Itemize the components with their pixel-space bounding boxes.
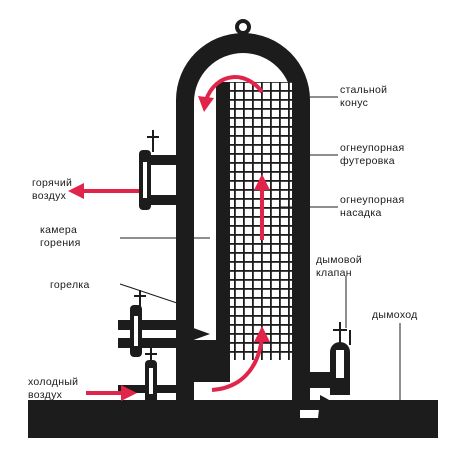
- bottom-flow-arrow-icon: [211, 326, 270, 392]
- hot-air-arrow-icon: [68, 183, 139, 199]
- label-hot-air: горячий воздух: [32, 177, 75, 202]
- label-combustion-chamber: камера горения: [40, 224, 81, 249]
- combustion-chamber-wall: [216, 82, 230, 382]
- packing-up-arrow-icon: [254, 174, 270, 240]
- label-refractory-packing: огнеупорная насадка: [340, 194, 408, 219]
- label-refractory-lining: огнеупорная футеровка: [340, 142, 408, 167]
- label-cold-air: холодный воздух: [28, 376, 82, 401]
- label-burner: горелка: [50, 279, 90, 291]
- label-steel-cone: стальной конус: [340, 84, 391, 109]
- cold-air-valve-icon: [118, 348, 178, 404]
- chimney-flue: [318, 395, 430, 425]
- burner-valve-icon: [118, 290, 210, 357]
- hot-air-valve-icon: [139, 130, 177, 210]
- label-chimney-flue: дымоход: [372, 309, 418, 321]
- cold-air-arrow-icon: [86, 385, 137, 401]
- smoke-valve-icon: [310, 322, 351, 395]
- dome-arrow-icon: [198, 75, 264, 112]
- leader-lines: [117, 96, 401, 412]
- label-smoke-valve: дымовой клапан: [316, 254, 365, 279]
- top-valve-icon: [235, 19, 251, 39]
